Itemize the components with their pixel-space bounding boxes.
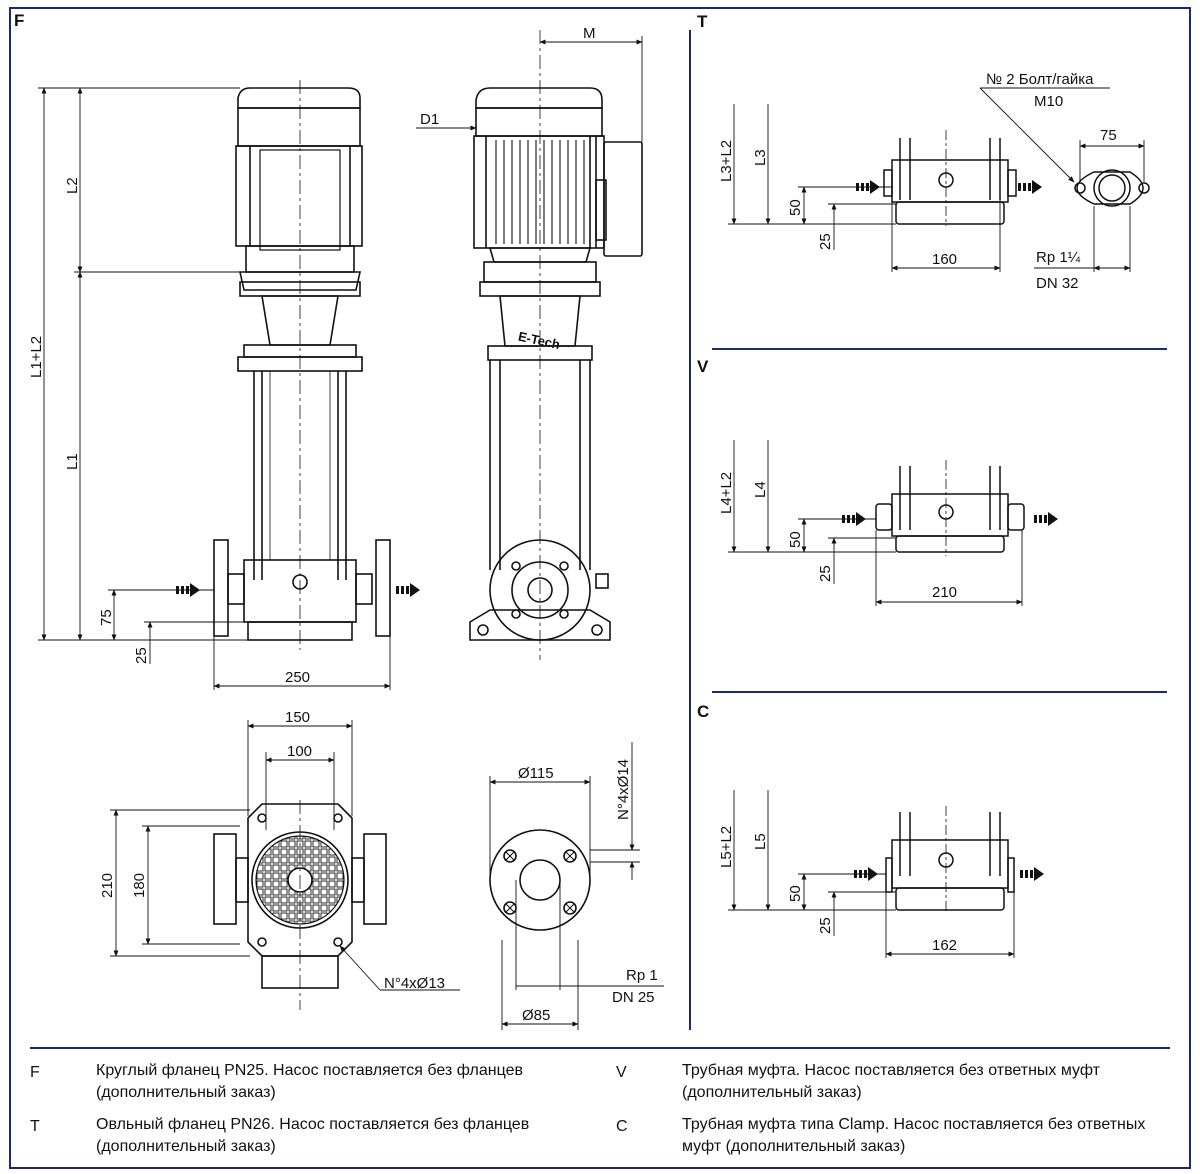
pump-front-view bbox=[213, 87, 391, 641]
dim-l1: L1 bbox=[64, 453, 81, 470]
legend-code-f: F bbox=[30, 1064, 40, 1081]
t-dim-50: 50 bbox=[787, 199, 804, 216]
section-label-t: T bbox=[697, 12, 708, 31]
dim-100: 100 bbox=[287, 743, 312, 760]
flange-hole-crosses bbox=[505, 851, 575, 913]
v-dim-50: 50 bbox=[787, 531, 804, 548]
t-dim-75: 75 bbox=[1100, 127, 1117, 144]
t-dim-l3: L3 bbox=[752, 149, 769, 166]
v-pump-base bbox=[875, 466, 1025, 553]
brand-logo-text: E-Tech bbox=[517, 329, 562, 352]
c-dimensions bbox=[728, 790, 1015, 958]
dim-l1-l2: L1+L2 bbox=[28, 336, 45, 378]
t-dim-160: 160 bbox=[932, 251, 957, 268]
legend-text-v: Трубная муфта. Насос поставляется без от… bbox=[682, 1062, 1100, 1101]
pump-side-view bbox=[469, 87, 643, 641]
c-pump-base bbox=[885, 812, 1015, 911]
dim-d85: Ø85 bbox=[522, 1007, 550, 1024]
dim-dn25: DN 25 bbox=[612, 989, 655, 1006]
dim-d1: D1 bbox=[420, 111, 439, 128]
round-flange-view bbox=[489, 829, 591, 931]
legend-text-c: Трубная муфта типа Clamp. Насос поставля… bbox=[682, 1116, 1146, 1155]
c-dim-l5: L5 bbox=[752, 833, 769, 850]
c-dim-l5-l2: L5+L2 bbox=[718, 826, 735, 868]
dim-250: 250 bbox=[285, 669, 310, 686]
v-dim-210: 210 bbox=[932, 584, 957, 601]
dim-l2: L2 bbox=[64, 177, 81, 194]
legend-code-t: T bbox=[30, 1118, 40, 1135]
t-dimensions bbox=[728, 87, 1145, 272]
t-oval-flange bbox=[1074, 169, 1150, 207]
v-dim-25: 25 bbox=[817, 565, 834, 582]
c-dim-50: 50 bbox=[787, 885, 804, 902]
section-label-c: C bbox=[697, 702, 709, 721]
dim-180: 180 bbox=[131, 873, 148, 898]
t-note-m10: M10 bbox=[1034, 93, 1063, 110]
t-pump-base bbox=[883, 138, 1017, 225]
dim-75: 75 bbox=[98, 609, 115, 626]
motor-fins bbox=[495, 140, 585, 244]
v-dim-l4-l2: L4+L2 bbox=[718, 472, 735, 514]
legend-text-f: Круглый фланец PN25. Насос поставляется … bbox=[96, 1062, 523, 1101]
drawing-frame bbox=[9, 7, 1191, 1169]
v-dimensions bbox=[728, 440, 1023, 606]
c-dim-162: 162 bbox=[932, 937, 957, 954]
top-view-dimensions bbox=[110, 720, 460, 991]
dim-m: M bbox=[583, 25, 596, 42]
dim-25: 25 bbox=[133, 647, 150, 664]
section-label-v: V bbox=[697, 357, 709, 376]
legend-code-c: C bbox=[616, 1118, 628, 1135]
note-holes-14: N°4xØ14 bbox=[615, 759, 632, 820]
section-label-f: F bbox=[14, 11, 24, 30]
flange-dimensions bbox=[489, 742, 664, 1030]
note-holes-13: N°4xØ13 bbox=[384, 975, 445, 992]
dim-150: 150 bbox=[285, 709, 310, 726]
side-view-dimensions bbox=[416, 36, 643, 142]
legend-code-v: V bbox=[616, 1064, 627, 1081]
dim-210: 210 bbox=[99, 873, 116, 898]
front-view-dimensions bbox=[38, 87, 391, 690]
v-dim-l4: L4 bbox=[752, 481, 769, 498]
t-dim-dn32: DN 32 bbox=[1036, 275, 1079, 292]
t-dim-rp: Rp 1¼ bbox=[1036, 249, 1081, 266]
t-dim-25: 25 bbox=[817, 233, 834, 250]
t-dim-l3-l2: L3+L2 bbox=[718, 140, 735, 182]
dim-rp1: Rp 1 bbox=[626, 967, 658, 984]
legend-text-t: Овльный фланец PN26. Насос поставляется … bbox=[96, 1116, 530, 1155]
t-note-bolt: № 2 Болт/гайка bbox=[986, 71, 1094, 88]
dim-d115: Ø115 bbox=[518, 765, 554, 782]
c-dim-25: 25 bbox=[817, 917, 834, 934]
